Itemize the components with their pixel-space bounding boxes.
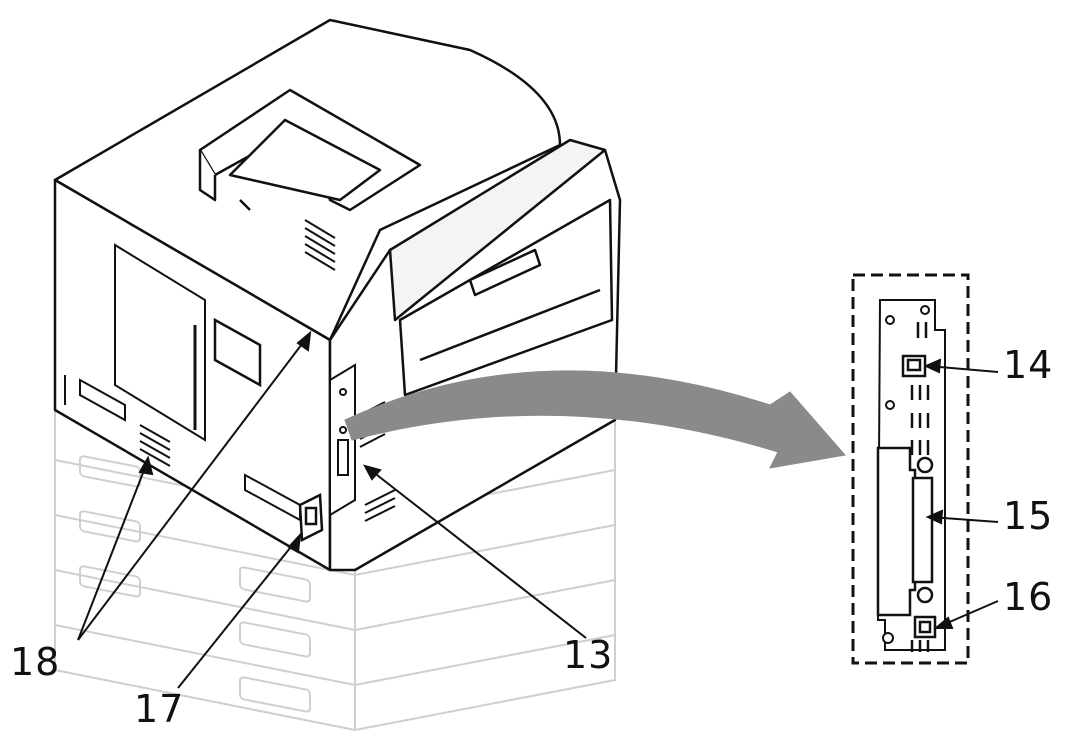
callout-18: 18 bbox=[10, 640, 61, 684]
usb-port bbox=[913, 615, 937, 639]
callout-16: 16 bbox=[1003, 575, 1054, 619]
output-tray-handle bbox=[198, 88, 422, 212]
zoom-arrow bbox=[344, 370, 846, 469]
leader-lines bbox=[77, 330, 999, 689]
callout-15: 15 bbox=[1003, 494, 1054, 538]
ethernet-port bbox=[901, 354, 927, 378]
parallel-port bbox=[876, 446, 934, 617]
callout-13: 13 bbox=[563, 633, 614, 677]
callout-17: 17 bbox=[134, 687, 185, 731]
callout-14: 14 bbox=[1003, 343, 1054, 387]
interface-bay bbox=[329, 363, 356, 517]
card-vents bbox=[910, 322, 930, 652]
power-socket bbox=[298, 493, 324, 542]
